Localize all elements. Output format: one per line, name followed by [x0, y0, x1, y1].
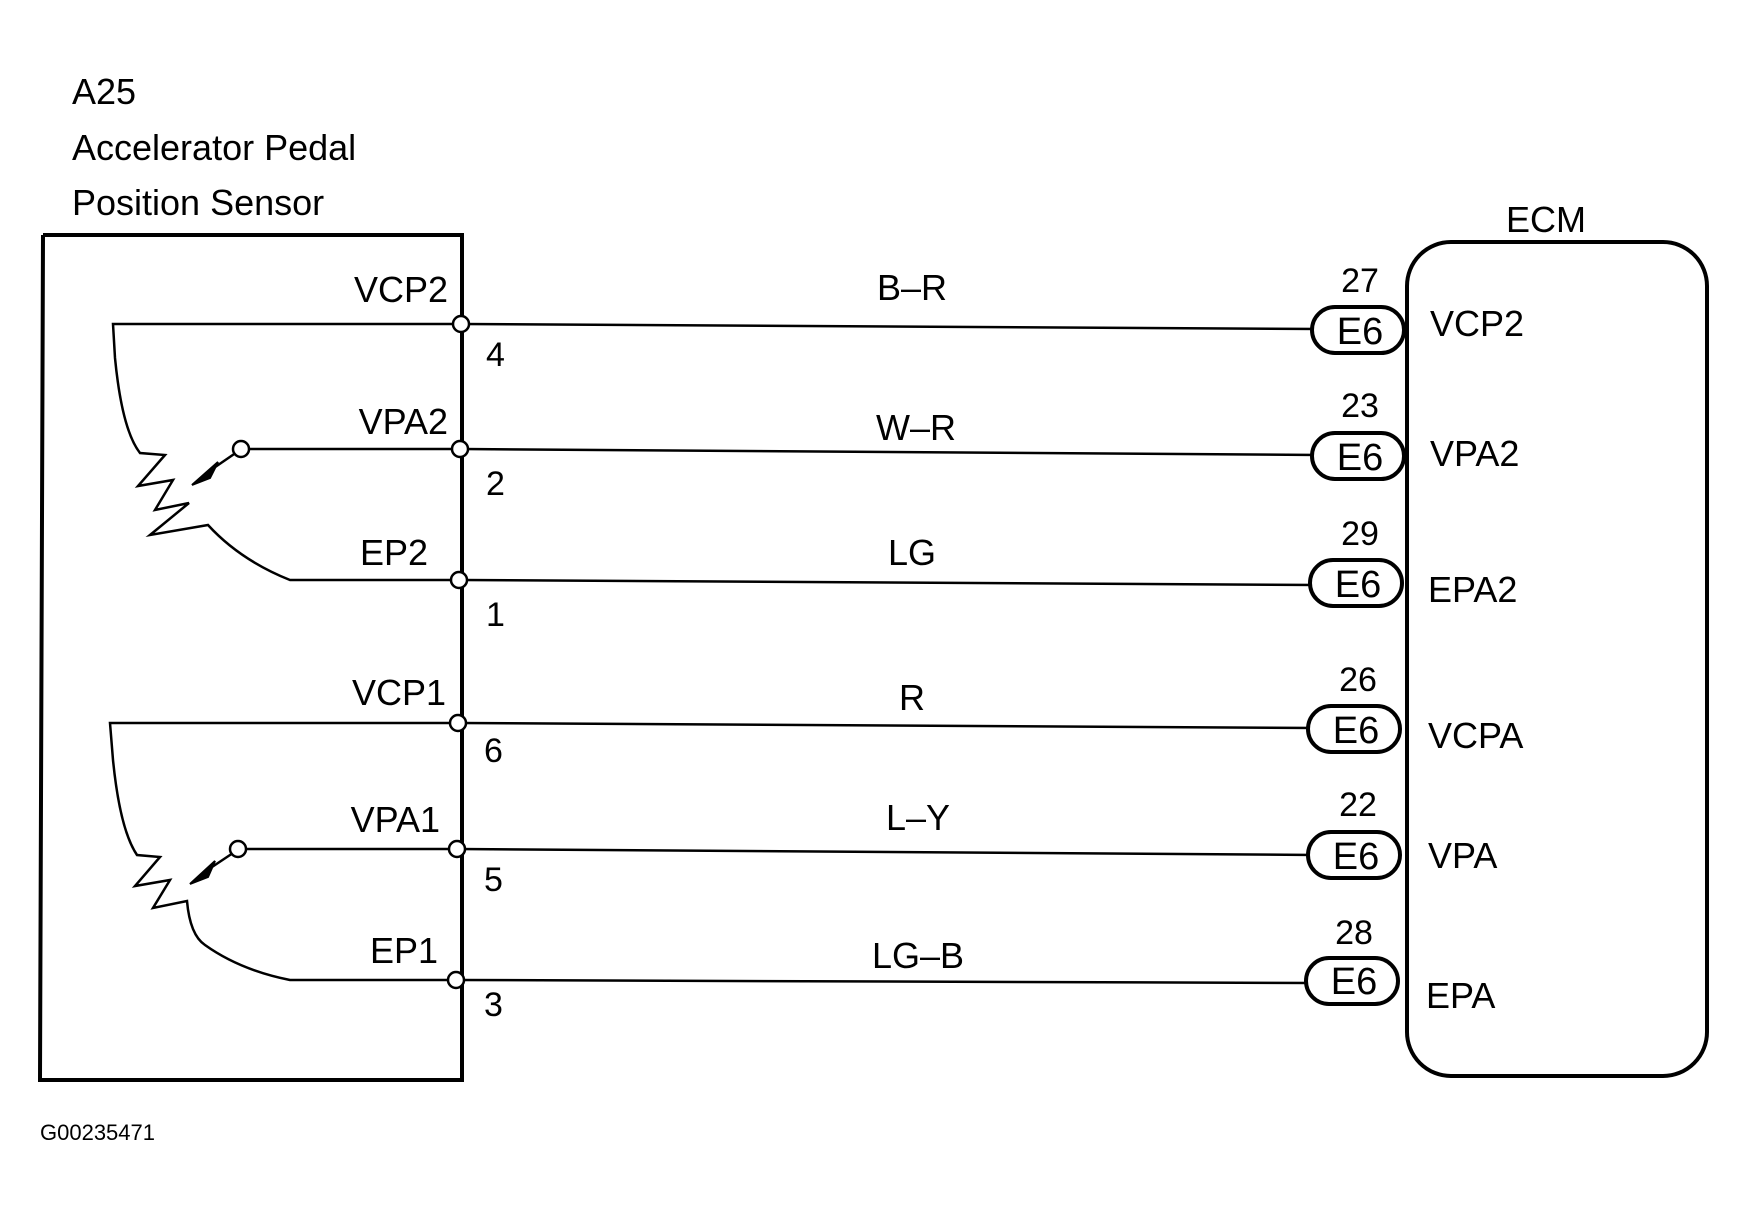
wire	[461, 322, 1321, 331]
sensor-terminal-label: VPA1	[351, 799, 440, 840]
connector-label: E6	[1333, 836, 1379, 878]
wire-color-label: LG	[888, 532, 936, 573]
wire-color-label: W–R	[876, 407, 956, 448]
terminal-node	[451, 314, 471, 334]
ecm-terminal-label: VPA2	[1430, 433, 1519, 474]
ecm-terminal-label: EPA2	[1428, 569, 1517, 610]
ecm-pin-number: 28	[1335, 914, 1373, 952]
terminal-node	[450, 439, 470, 459]
wire	[457, 978, 1315, 985]
connector-pill	[1306, 830, 1402, 880]
ecm-terminal-label: VCPA	[1428, 715, 1523, 756]
connector-pill	[1308, 558, 1404, 608]
ecm-terminal-label: EPA	[1426, 975, 1495, 1016]
wire-color-label: L–Y	[886, 797, 950, 838]
connector-pill	[1310, 431, 1406, 481]
sensor-terminal-label: VPA2	[359, 401, 448, 442]
ecm-pin-number: 29	[1341, 515, 1379, 553]
wire	[461, 447, 1321, 457]
wire	[461, 578, 1319, 587]
terminal-node	[446, 970, 466, 990]
ecm-pin-number: 23	[1341, 387, 1379, 425]
sensor-pin-number: 5	[484, 861, 503, 899]
sensor-pin-number: 1	[486, 596, 505, 634]
wire	[457, 847, 1317, 857]
connector-pill	[1310, 305, 1406, 355]
wire-color-label: R	[899, 677, 925, 718]
ecm-pin-number: 26	[1339, 661, 1377, 699]
wire-color-label: LG–B	[872, 935, 964, 976]
terminal-node	[447, 839, 467, 859]
figure-id: G00235471	[40, 1120, 155, 1145]
connector-label: E6	[1333, 710, 1379, 752]
wire-color-label: B–R	[877, 267, 947, 308]
sensor-terminal-label: EP2	[360, 532, 428, 573]
connector-label: E6	[1337, 437, 1383, 479]
sensor-terminal-label: VCP2	[354, 269, 448, 310]
ecm-pin-number: 22	[1339, 786, 1377, 824]
sensor-terminal-label: VCP1	[352, 672, 446, 713]
connector-label: E6	[1335, 564, 1381, 606]
connector-pill	[1304, 956, 1400, 1006]
sensor-box	[37, 233, 464, 1082]
ecm-terminal-label: VCP2	[1430, 303, 1524, 344]
sensor-terminal-label: EP1	[370, 930, 438, 971]
terminal-node	[448, 713, 468, 733]
connector-label: E6	[1337, 311, 1383, 353]
sensor-pin-number: 2	[486, 465, 505, 503]
sensor-id: A25	[72, 71, 136, 112]
ecm-pin-number: 27	[1341, 262, 1379, 300]
wire	[459, 721, 1317, 730]
sensor-name-line2: Position Sensor	[72, 182, 324, 223]
sensor-name-line1: Accelerator Pedal	[72, 127, 356, 168]
sensor-pin-number: 4	[486, 336, 505, 374]
sensor-pin-number: 6	[484, 732, 503, 770]
terminal-node	[449, 570, 469, 590]
potentiometer-1-icon	[108, 721, 458, 982]
sensor-pin-number: 3	[484, 986, 503, 1024]
ecm-box	[1405, 240, 1709, 1078]
connector-pill	[1306, 704, 1402, 754]
potentiometer-2-icon	[111, 322, 460, 582]
connector-label: E6	[1331, 961, 1377, 1003]
ecm-title: ECM	[1506, 199, 1586, 240]
ecm-terminal-label: VPA	[1428, 835, 1497, 876]
